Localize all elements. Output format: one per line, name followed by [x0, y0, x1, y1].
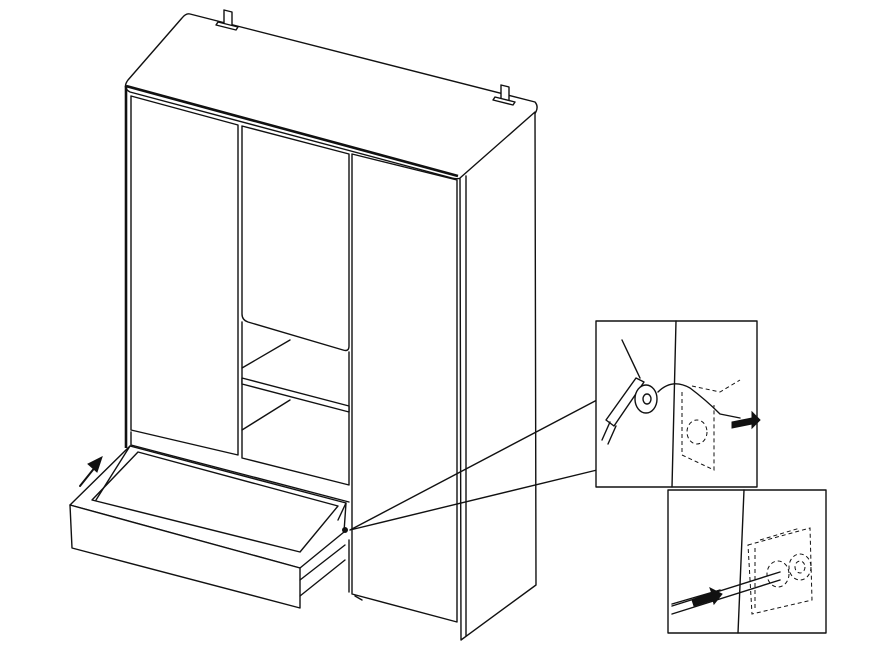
wardrobe-top: [124, 13, 538, 180]
arrow-slide-icon: [691, 587, 723, 607]
right-side-panel: [459, 111, 537, 641]
wardrobe: [124, 13, 538, 641]
runner-wheel: [342, 527, 348, 533]
drawer-box: [69, 445, 347, 569]
detail-inset-1: [595, 320, 761, 488]
arrow-push-icon: [79, 456, 103, 487]
arrow-slide-icon: [731, 410, 761, 430]
wall-bracket-left: [215, 9, 239, 31]
detail-inset-2: [667, 489, 827, 634]
drawer-runner: [299, 544, 346, 597]
drawer: [69, 445, 348, 609]
top-front-edge: [125, 84, 459, 178]
left-door: [130, 95, 239, 456]
drawer-inner: [91, 451, 339, 553]
drawer-side: [95, 445, 347, 521]
right-door: [351, 153, 458, 623]
compartment-back: [241, 339, 291, 369]
drawer-front: [69, 504, 301, 609]
shelf-back: [241, 399, 291, 431]
shelf: [241, 377, 350, 413]
plinth: [130, 431, 363, 601]
inset-frame: [667, 489, 827, 634]
open-compartment: [241, 321, 350, 486]
wall-bracket-right: [492, 84, 516, 106]
middle-door: [241, 125, 350, 352]
callout-lines: [349, 399, 598, 531]
